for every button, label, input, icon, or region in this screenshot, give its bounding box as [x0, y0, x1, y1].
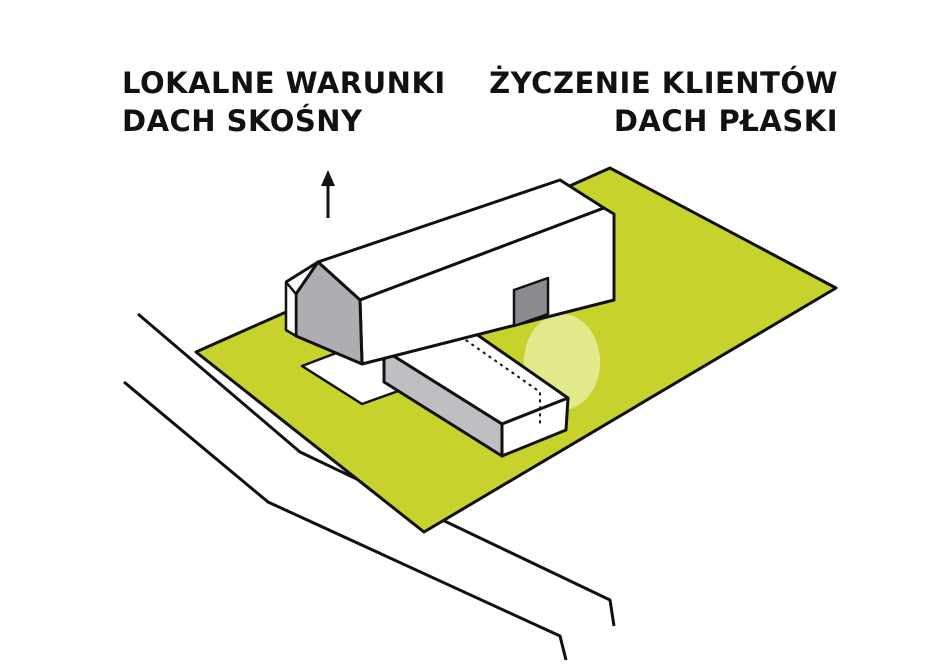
left-caption: LOKALNE WARUNKI DACH SKOŚNY — [122, 64, 446, 140]
right-caption-line1: ŻYCZENIE KLIENTÓW — [489, 66, 838, 100]
left-caption-line2: DACH SKOŚNY — [122, 104, 363, 138]
right-caption-line2: DACH PŁASKI — [613, 104, 838, 138]
road-edge-line — [137, 312, 616, 627]
road-edge-line — [123, 380, 568, 661]
right-caption: ŻYCZENIE KLIENTÓW DACH PŁASKI — [489, 64, 838, 140]
passage-opening — [512, 276, 550, 328]
flat-wing-front — [500, 396, 570, 458]
arrow-up-icon — [321, 170, 335, 218]
eave-overhang — [284, 280, 298, 338]
left-caption-line1: LOKALNE WARUNKI — [122, 66, 446, 100]
roof-eave — [285, 260, 319, 284]
